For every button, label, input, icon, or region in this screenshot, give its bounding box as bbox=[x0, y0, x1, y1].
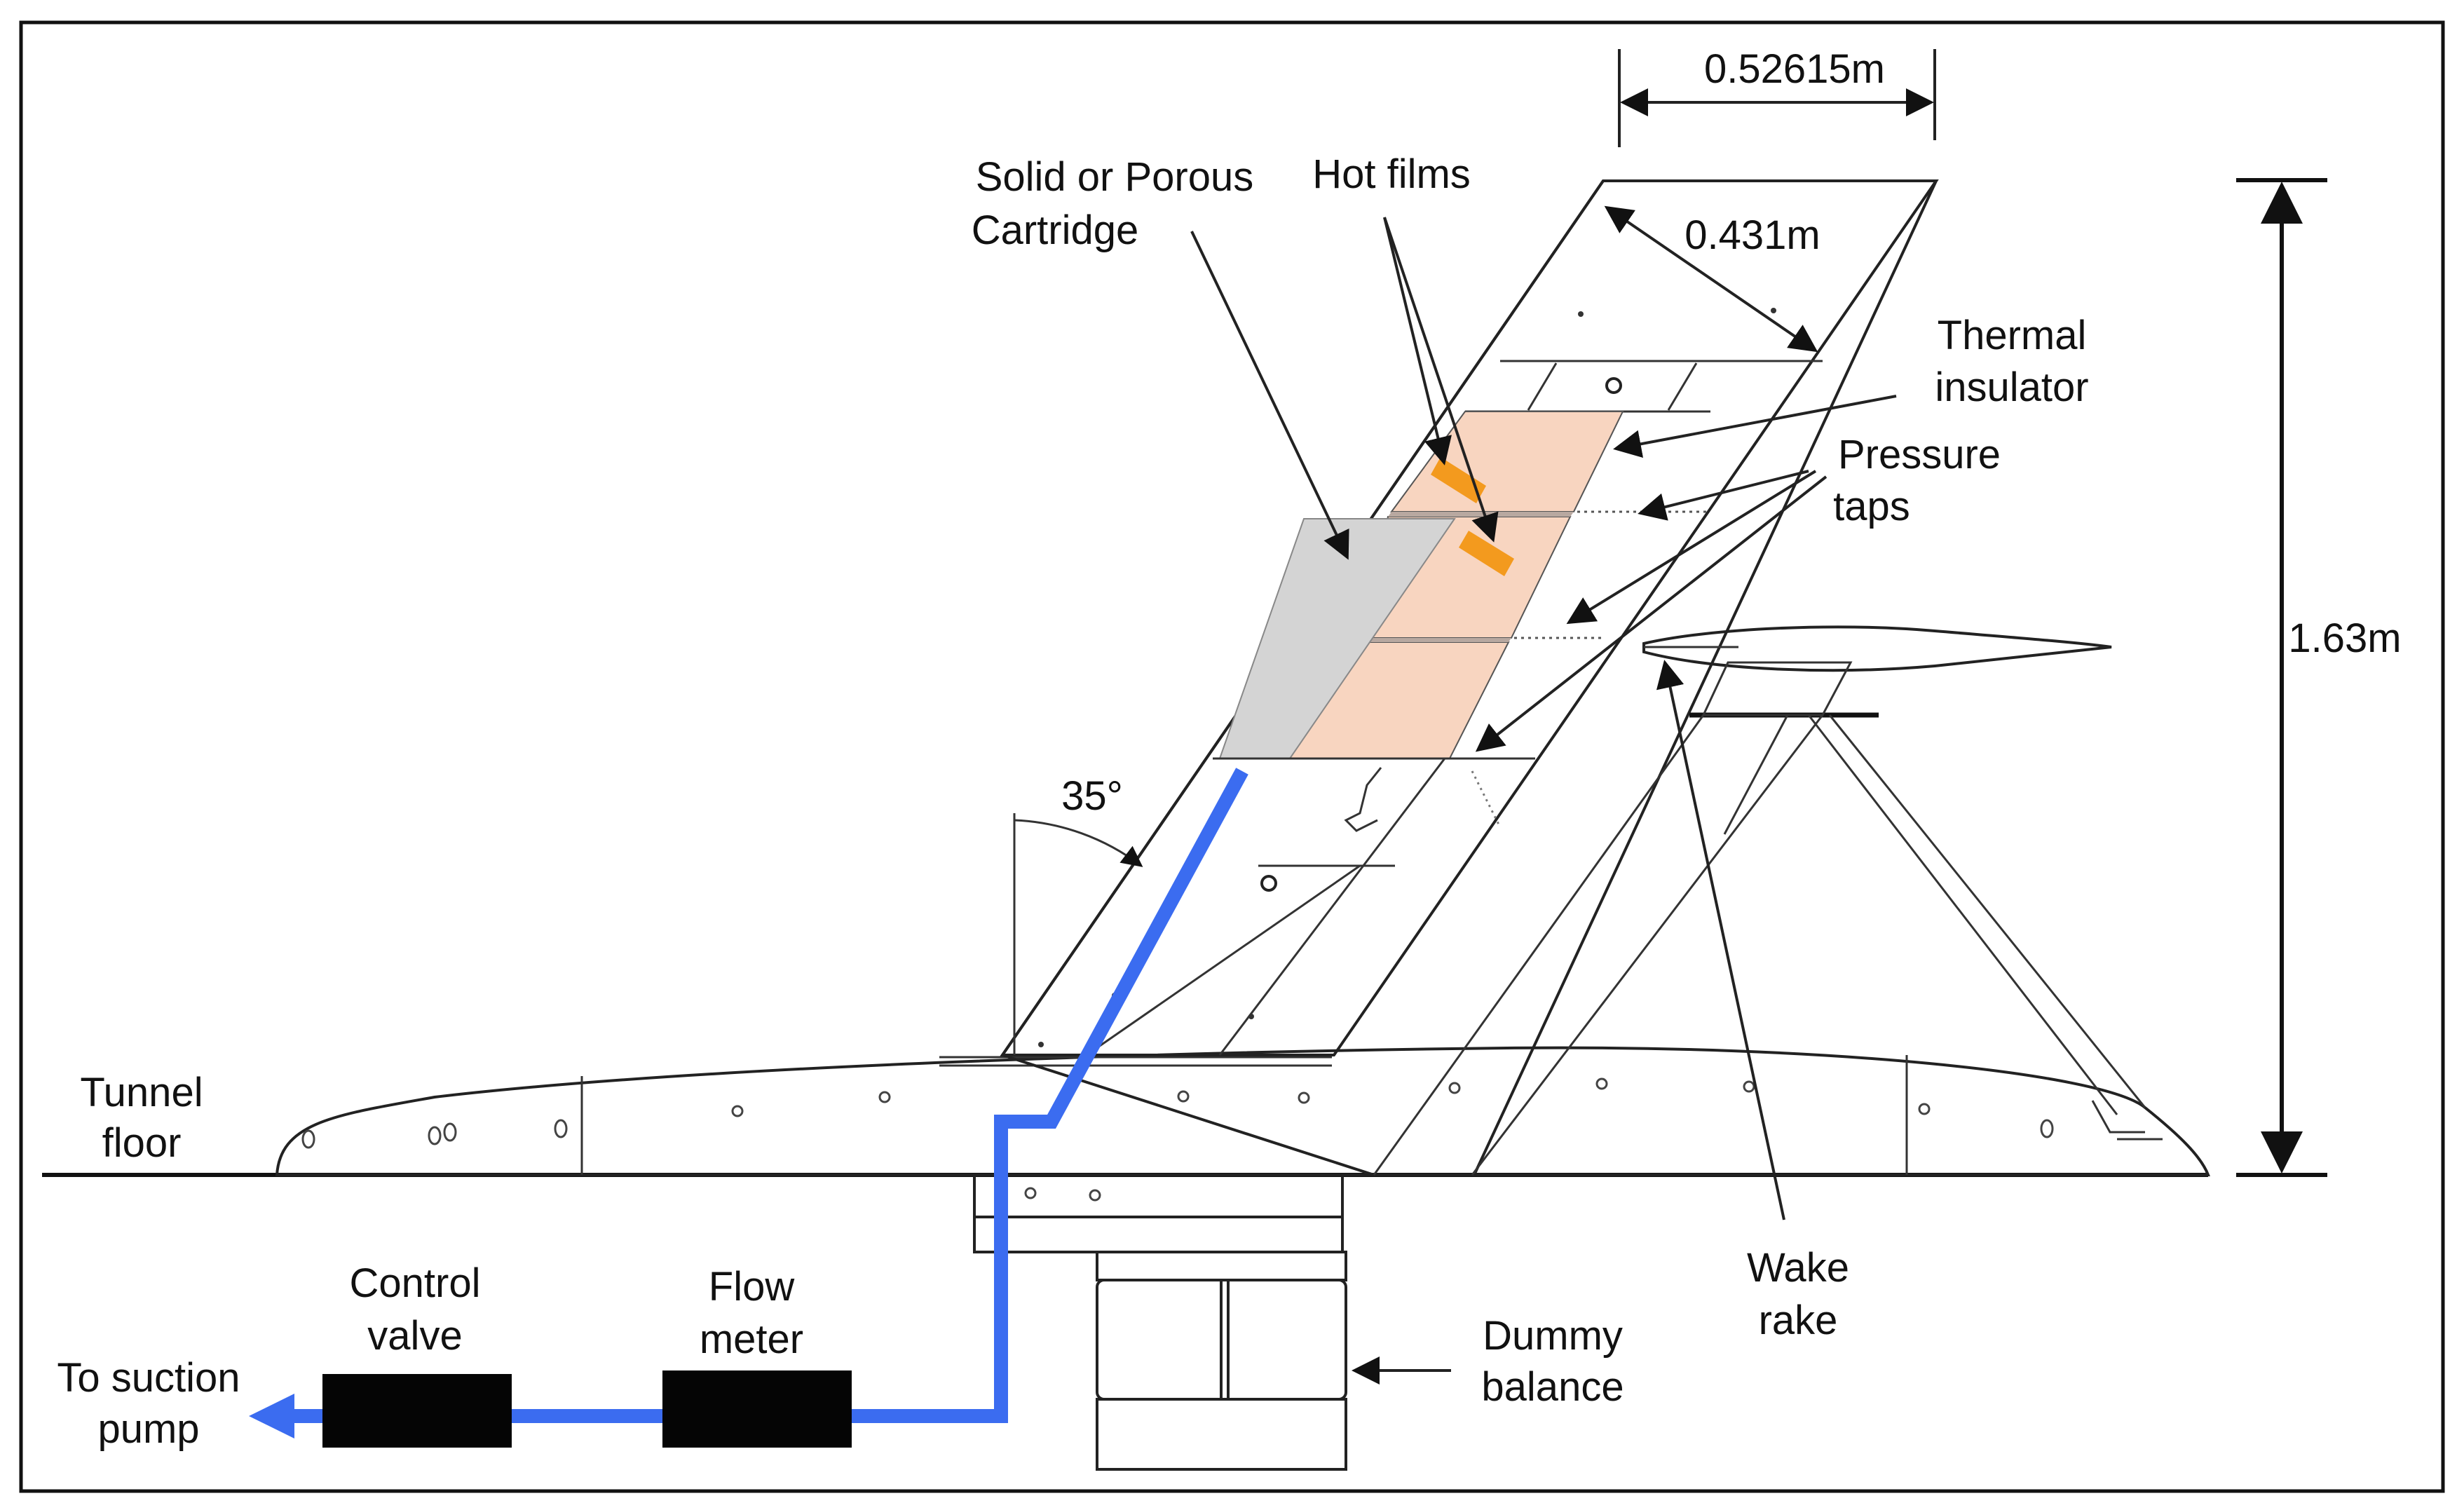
label-dummy-line1: Dummy bbox=[1483, 1313, 1623, 1359]
sweep-angle-marker bbox=[1013, 813, 1143, 1055]
label-flow-line1: Flow bbox=[709, 1264, 796, 1310]
label-cartridge-line2: Cartridge bbox=[972, 208, 1139, 253]
label-suction-line1: To suction bbox=[57, 1355, 240, 1401]
dummy-balance bbox=[973, 1174, 1347, 1471]
label-sweep-angle: 35° bbox=[1061, 773, 1123, 819]
label-height: 1.63m bbox=[2288, 615, 2401, 661]
wake-rake-support bbox=[1373, 625, 2146, 1176]
label-dummy-line2: balance bbox=[1481, 1364, 1624, 1410]
label-pressure-line2: taps bbox=[1833, 484, 1910, 529]
label-chord: 0.431m bbox=[1684, 212, 1820, 258]
leader-arrows bbox=[1190, 217, 1897, 1385]
dimension-height bbox=[2236, 178, 2327, 1177]
label-span-width: 0.52615m bbox=[1704, 46, 1885, 92]
label-tunnel-line2: floor bbox=[102, 1120, 182, 1166]
label-cartridge-line1: Solid or Porous bbox=[976, 154, 1254, 200]
dimension-span-width bbox=[1618, 49, 1936, 147]
labels: 0.52615m 0.431m 1.63m 35° Solid or Porou… bbox=[57, 46, 2401, 1452]
label-control-line2: valve bbox=[367, 1313, 462, 1359]
label-control-line1: Control bbox=[350, 1260, 481, 1306]
label-thermal-line2: insulator bbox=[1935, 365, 2088, 410]
label-wake-line1: Wake bbox=[1747, 1245, 1849, 1291]
label-wake-line2: rake bbox=[1759, 1298, 1838, 1343]
label-thermal-line1: Thermal bbox=[1938, 313, 2087, 358]
label-tunnel-line1: Tunnel bbox=[80, 1070, 203, 1115]
suction-line bbox=[249, 768, 1248, 1448]
figure-border bbox=[19, 20, 2445, 1493]
floor-fairing bbox=[275, 1046, 2210, 1176]
flow-meter-box bbox=[662, 1370, 852, 1448]
label-pressure-line1: Pressure bbox=[1838, 432, 2001, 477]
dimension-chord bbox=[1604, 205, 1818, 353]
label-suction-line2: pump bbox=[97, 1406, 199, 1452]
fairing-fasteners bbox=[301, 1077, 2163, 1149]
control-valve-box bbox=[322, 1374, 512, 1448]
label-hot-films: Hot films bbox=[1312, 151, 1471, 197]
label-flow-line2: meter bbox=[700, 1317, 803, 1362]
